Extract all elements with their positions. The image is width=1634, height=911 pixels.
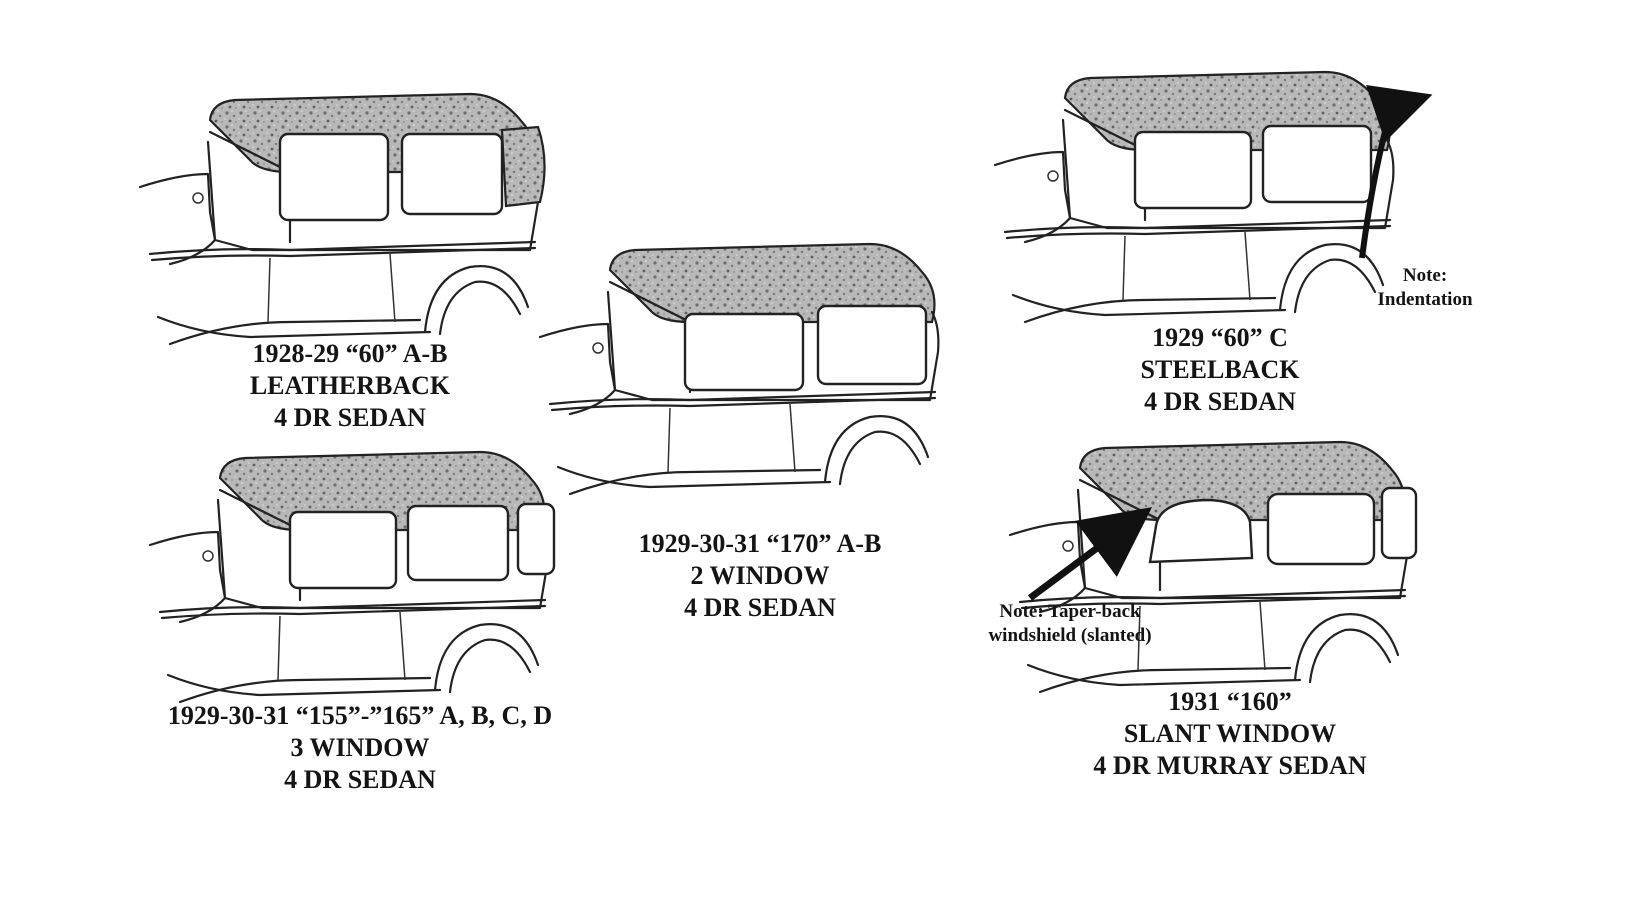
car-1-caption-line-2: LEATHERBACK [249,371,451,400]
note-indentation: Note: Indentation [1360,264,1490,312]
note-taper-back-line-2: windshield (slanted) [988,625,1152,646]
car-5-caption-line-2: SLANT WINDOW [1123,719,1337,748]
car-5-caption-line-3: 4 DR MURRAY SEDAN [1093,751,1367,780]
car-1-drawing [138,92,546,346]
car-3-caption-line-2: STEELBACK [1140,355,1300,384]
car-4-caption-line-1: 1929-30-31 “155”-”165” A, B, C, D [167,701,553,730]
taper-back-arrow [1027,507,1153,601]
car-5-drawing [1008,440,1418,694]
note-taper-back-line-1: Note: Taper-back [999,601,1141,622]
indentation-arrow [1359,85,1433,259]
car-3-caption-line-3: 4 DR SEDAN [1144,387,1296,416]
car-2-caption-line-3: 4 DR SEDAN [684,593,836,622]
car-4-caption-line-3: 4 DR SEDAN [284,765,436,794]
car-4-drawing [148,450,556,704]
note-taper-back: Note: Taper-back windshield (slanted) [965,600,1175,648]
car-5-caption-line-1: 1931 “160” [1168,687,1292,716]
car-3-caption: 1929 “60” C STEELBACK 4 DR SEDAN [1110,322,1330,418]
car-5-caption: 1931 “160” SLANT WINDOW 4 DR MURRAY SEDA… [1080,686,1380,782]
car-2-caption: 1929-30-31 “170” A-B 2 WINDOW 4 DR SEDAN [600,528,920,624]
car-2-caption-line-1: 1929-30-31 “170” A-B [638,529,882,558]
note-indentation-line-2: Indentation [1377,289,1473,310]
car-2-caption-line-2: 2 WINDOW [690,561,830,590]
car-1-caption: 1928-29 “60” A-B LEATHERBACK 4 DR SEDAN [195,338,505,434]
car-1-caption-line-3: 4 DR SEDAN [274,403,426,432]
car-2-drawing [538,242,940,496]
car-1-caption-line-1: 1928-29 “60” A-B [252,339,448,368]
note-indentation-line-1: Note: [1402,265,1448,286]
car-3-drawing [993,70,1395,324]
car-4-caption: 1929-30-31 “155”-”165” A, B, C, D 3 WIND… [140,700,580,796]
car-3-caption-line-1: 1929 “60” C [1152,323,1288,352]
car-4-caption-line-2: 3 WINDOW [290,733,430,762]
